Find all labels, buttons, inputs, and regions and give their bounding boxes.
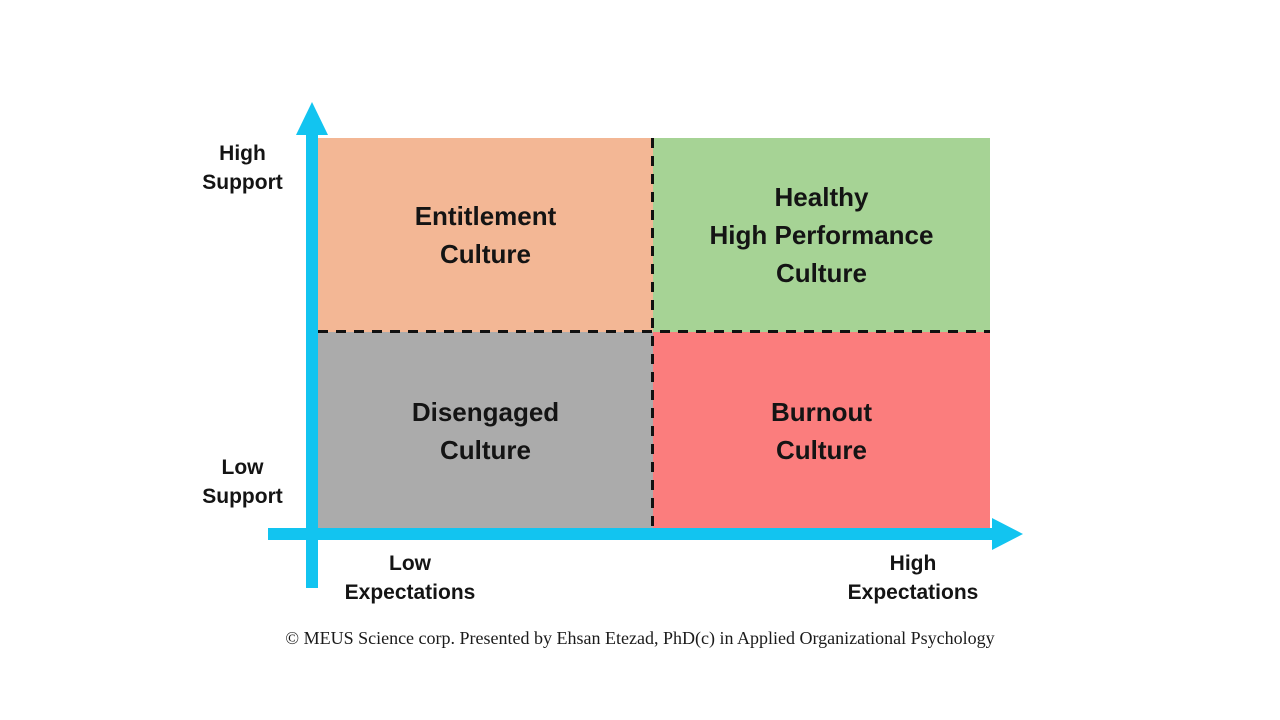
y-axis-arrow-up-icon [296, 102, 328, 135]
y-axis-line [306, 132, 318, 588]
quadrant-healthy-high-performance-culture: Healthy High Performance Culture [653, 138, 990, 332]
quadrant-entitlement-culture: Entitlement Culture [318, 138, 653, 332]
horizontal-dashed-divider [318, 330, 990, 333]
y-axis-label-high-support: High Support [202, 142, 283, 194]
quadrant-disengaged-culture: Disengaged Culture [318, 332, 653, 530]
x-axis-label-low-expectations: Low Expectations [344, 552, 476, 604]
x-axis-arrow-right-icon [992, 518, 1023, 550]
x-axis-line [268, 528, 994, 540]
copyright-credit-text: © MEUS Science corp. Presented by Ehsan … [285, 628, 995, 648]
y-axis-label-low-support: Low Support [202, 456, 283, 508]
quadrant-burnout-culture: Burnout Culture [653, 332, 990, 530]
x-axis-label-high-expectations: High Expectations [847, 552, 979, 604]
vertical-dashed-divider [651, 138, 654, 530]
